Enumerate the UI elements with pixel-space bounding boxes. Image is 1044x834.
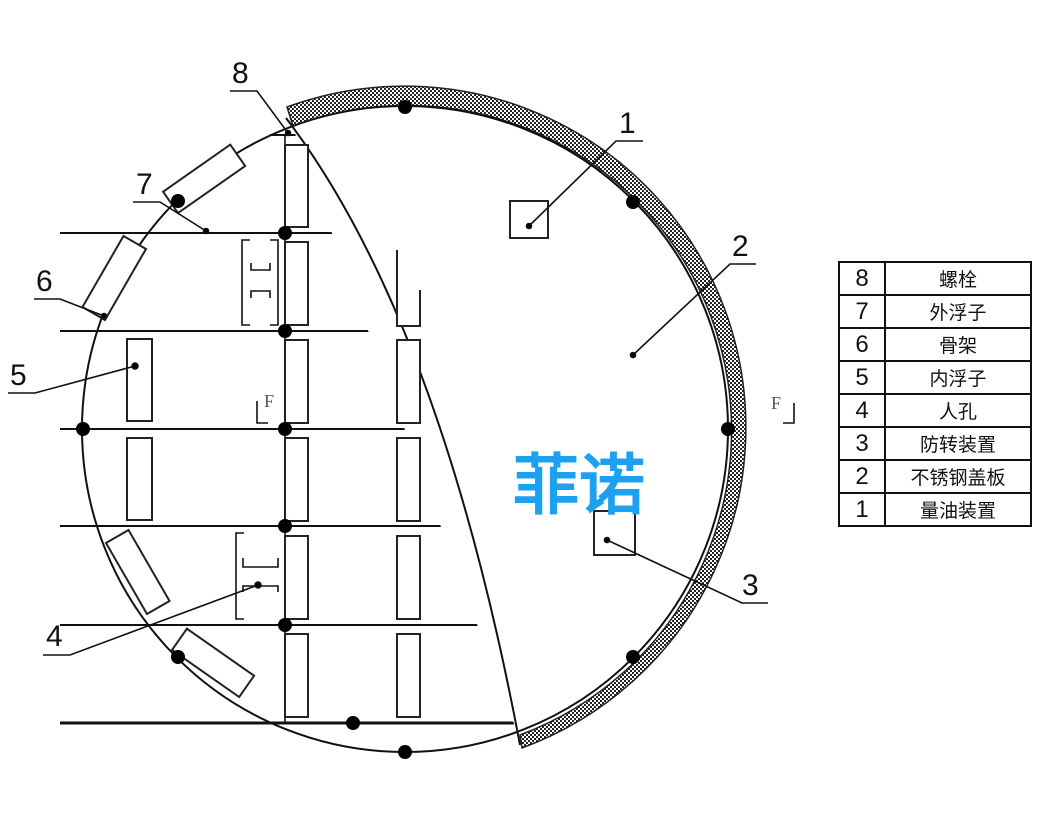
inner-float-column-1 xyxy=(284,144,309,718)
callout-6: 6 xyxy=(36,265,53,298)
leader-lines xyxy=(8,90,768,656)
callout-2: 2 xyxy=(732,230,749,263)
manhole-top xyxy=(241,239,279,326)
bolts xyxy=(76,100,735,759)
callout-4: 4 xyxy=(46,620,63,653)
callout-5: 5 xyxy=(10,359,27,392)
outer-floats xyxy=(81,143,256,699)
section-mark-left: F xyxy=(256,391,274,424)
watermark: 菲诺 xyxy=(513,447,645,524)
oil-gauge-device xyxy=(509,200,549,239)
manhole-bottom xyxy=(235,532,279,620)
svg-text:F: F xyxy=(771,393,781,413)
section-mark-right: F xyxy=(771,393,795,424)
callout-8: 8 xyxy=(232,57,249,90)
callout-7: 7 xyxy=(136,168,153,201)
inner-float-rim xyxy=(126,338,153,521)
inner-float-column-2 xyxy=(396,250,421,718)
callout-3: 3 xyxy=(742,569,759,602)
anti-rotation-device xyxy=(593,510,636,556)
callout-1: 1 xyxy=(619,107,636,140)
svg-text:F: F xyxy=(264,391,274,411)
stainless-cover-band xyxy=(286,85,747,750)
section-cut-line xyxy=(285,117,521,746)
